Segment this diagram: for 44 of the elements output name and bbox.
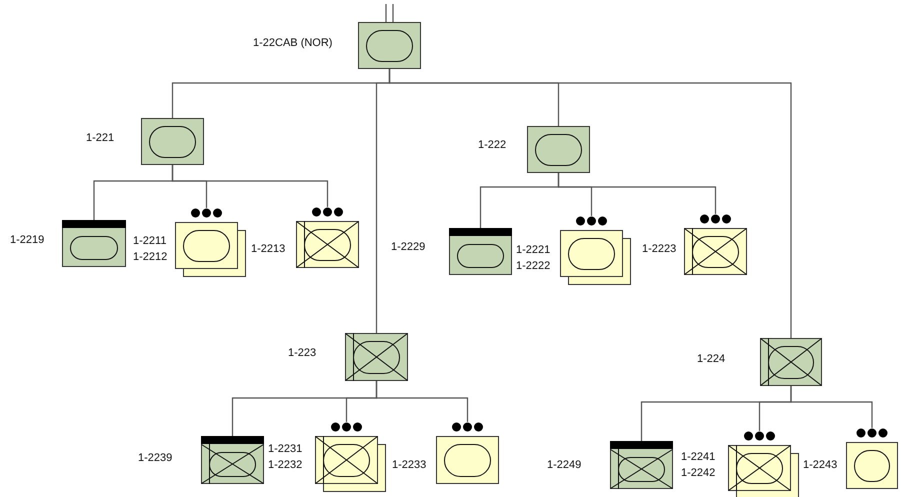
unit-symbol — [560, 216, 631, 285]
crossed-unit-symbol — [296, 207, 359, 268]
connector-line — [172, 165, 328, 207]
unit-label: 1-2231 — [268, 443, 302, 456]
unit-label: 1-2242 — [681, 467, 716, 480]
unit-label: 1-2212 — [133, 251, 168, 264]
unit-label: 1-221 — [86, 132, 114, 145]
crossed-unit-symbol — [684, 214, 747, 275]
crossed-unit-symbol — [728, 431, 799, 497]
unit-label: 1-2213 — [251, 243, 286, 256]
connector-line — [790, 386, 873, 428]
connector-line — [388, 69, 792, 338]
unit-label: 1-222 — [478, 139, 506, 152]
connector-line — [376, 381, 468, 422]
connector-line — [558, 173, 716, 214]
crossed-unit-symbol — [201, 436, 264, 484]
unit-label: 1-224 — [697, 353, 726, 366]
unit-symbol — [175, 208, 246, 277]
unit-symbol — [358, 22, 421, 69]
unit-label: 1-2222 — [516, 260, 550, 273]
unit-symbol — [846, 428, 898, 489]
unit-label: 1-2232 — [268, 459, 302, 472]
unit-symbol — [62, 220, 126, 267]
unit-label: 1-2243 — [803, 459, 838, 472]
crossed-unit-symbol — [345, 333, 408, 381]
crossed-unit-symbol — [315, 422, 386, 492]
unit-label: 1-2211 — [133, 235, 166, 248]
unit-symbol — [141, 118, 204, 165]
unit-symbol — [449, 228, 512, 275]
unit-label: 1-2229 — [391, 241, 426, 254]
unit-label: 1-2241 — [681, 451, 716, 464]
crossed-unit-symbol — [760, 338, 822, 386]
unit-symbol — [527, 126, 590, 173]
unit-label: 1-2239 — [138, 452, 172, 465]
crossed-unit-symbol — [610, 441, 673, 489]
unit-label: 1-22CAB (NOR) — [253, 37, 332, 50]
unit-label: 1-223 — [288, 347, 316, 360]
connector-line — [385, 3, 394, 23]
unit-symbol — [436, 422, 499, 484]
unit-label: 1-2221 — [516, 244, 550, 257]
unit-label: 1-2233 — [392, 459, 426, 472]
unit-label: 1-2249 — [547, 459, 582, 472]
unit-label: 1-2223 — [642, 243, 676, 256]
unit-label: 1-2219 — [10, 234, 44, 247]
